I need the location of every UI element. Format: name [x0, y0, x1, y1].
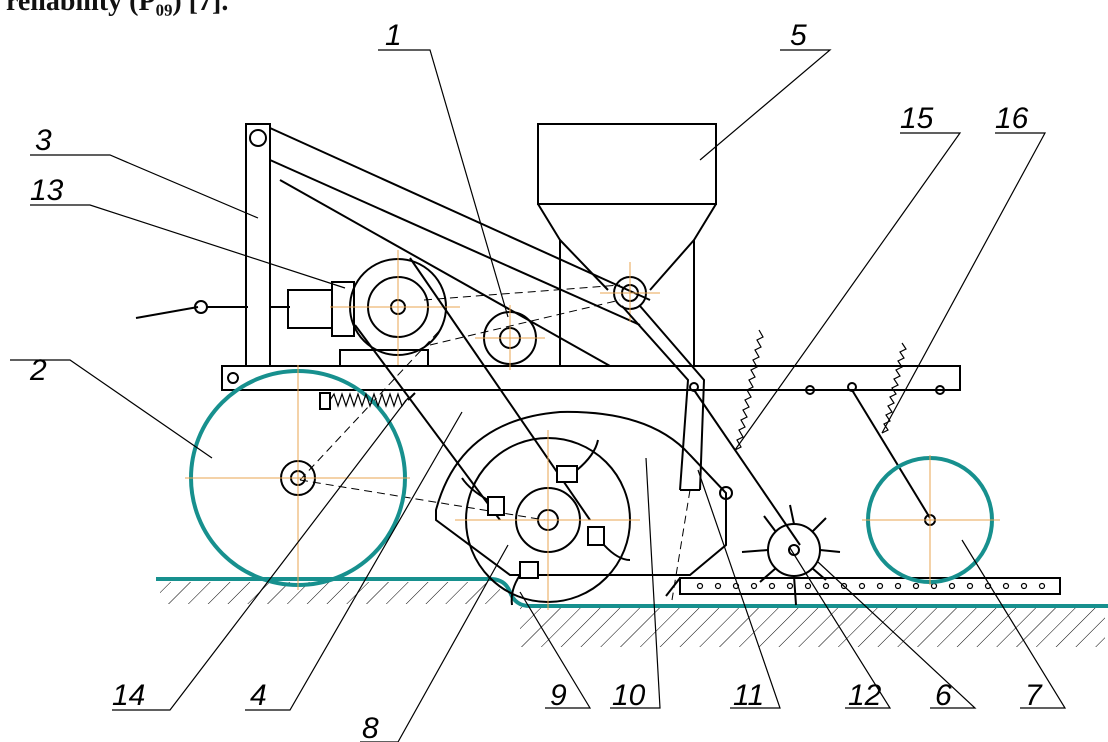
ground	[156, 577, 1108, 647]
callout-8: 8	[362, 712, 379, 742]
header-text: reliability (P₀₉) [7].	[6, 0, 229, 17]
seed-hopper	[537, 123, 717, 366]
frame-braces	[269, 127, 651, 367]
callout-1: 1	[385, 19, 402, 52]
callout-5: 5	[790, 19, 807, 52]
frame-post	[245, 123, 271, 367]
callout-4: 4	[250, 679, 267, 712]
spring-arm-15	[689, 329, 815, 546]
callout-14: 14	[112, 679, 145, 712]
callout-6: 6	[935, 679, 952, 712]
callout-7: 7	[1025, 679, 1043, 712]
callout-15: 15	[900, 102, 934, 135]
seed-tape	[665, 577, 1061, 597]
leader-lines	[10, 49, 1067, 742]
seed-tube	[621, 305, 706, 601]
star-wheel	[741, 504, 841, 606]
pulley-1	[423, 284, 621, 370]
callout-3: 3	[35, 124, 52, 157]
hitch-rod	[135, 300, 290, 319]
rotor-housing	[435, 410, 733, 576]
callout-11: 11	[733, 679, 764, 712]
callout-9: 9	[550, 679, 567, 712]
callout-12: 12	[848, 679, 882, 712]
callout-2: 2	[29, 354, 47, 387]
callout-10: 10	[612, 679, 646, 712]
rotor	[455, 430, 640, 610]
spring-14	[319, 392, 416, 410]
gearbox	[287, 250, 460, 367]
rear-wheel	[862, 455, 1000, 585]
callout-16: 16	[995, 102, 1029, 135]
front-wheel	[185, 365, 410, 590]
main-frame	[221, 365, 961, 391]
callout-13: 13	[30, 174, 64, 207]
spring-arm-16	[847, 342, 945, 519]
